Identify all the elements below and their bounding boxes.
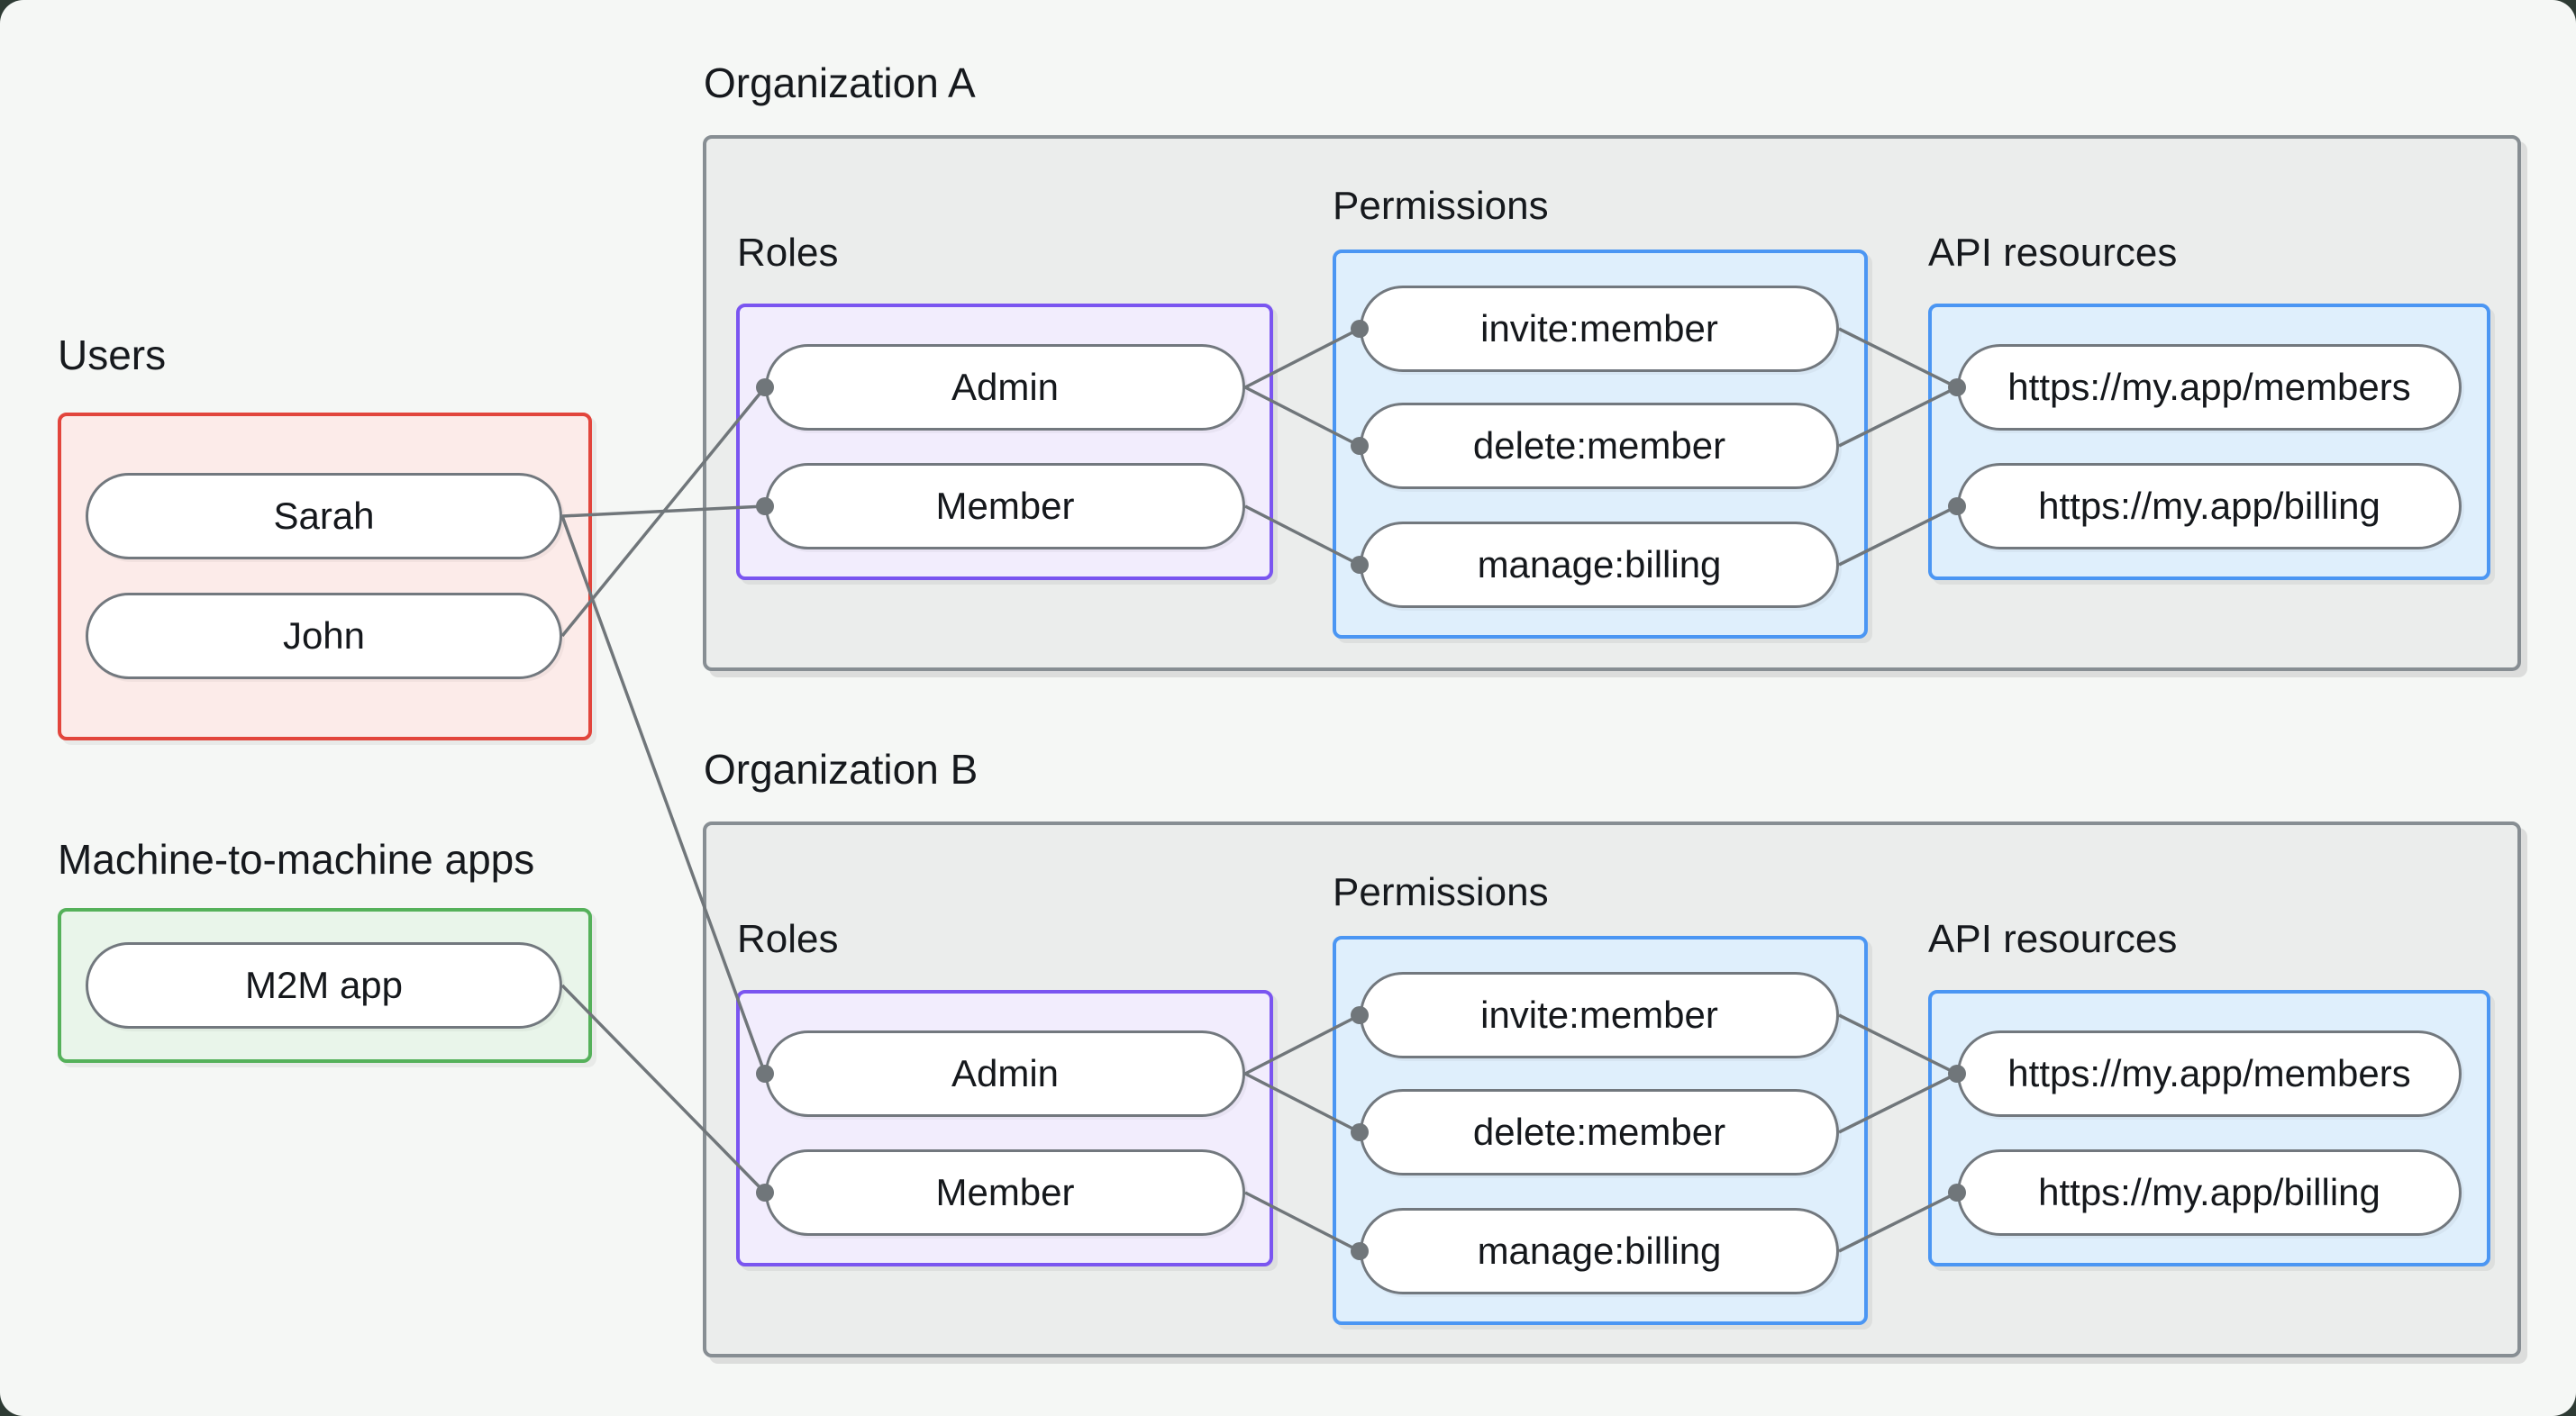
org-a-role-member-label: Member (935, 485, 1075, 527)
org-b-role-admin: Admin (765, 1030, 1245, 1117)
node-sarah: Sarah (86, 473, 562, 559)
org-b-api-billing: https://my.app/billing (1957, 1149, 2462, 1236)
org-a-perm-delete-label: delete:member (1472, 424, 1726, 467)
org-b-role-member: Member (765, 1149, 1245, 1236)
org-a-perm-invite-label: invite:member (1480, 307, 1718, 349)
node-m2m-app: M2M app (86, 942, 562, 1029)
org-b-perm-delete-label: delete:member (1472, 1111, 1726, 1153)
org-b-api-members: https://my.app/members (1957, 1030, 2462, 1117)
org-a-roles-title: Roles (737, 231, 839, 275)
org-a-role-admin: Admin (765, 344, 1245, 431)
org-a-perm-manage: manage:billing (1360, 522, 1839, 608)
org-a-perm-invite: invite:member (1360, 286, 1839, 372)
users-group-title: Users (58, 331, 167, 378)
org-a-perm-delete: delete:member (1360, 403, 1839, 489)
org-b-title: Organization B (704, 746, 979, 793)
org-a-role-admin-label: Admin (951, 366, 1060, 408)
org-b-roles-title: Roles (737, 917, 839, 961)
org-a-api-title: API resources (1928, 231, 2178, 275)
org-a-role-member: Member (765, 463, 1245, 549)
users-group-box (58, 413, 592, 740)
org-a-permissions-title: Permissions (1333, 184, 1549, 228)
org-a-api-members: https://my.app/members (1957, 344, 2462, 431)
org-a-perm-manage-label: manage:billing (1477, 543, 1722, 585)
org-a-api-billing-label: https://my.app/billing (2038, 485, 2380, 527)
org-b-perm-invite-label: invite:member (1480, 994, 1718, 1036)
node-john: John (86, 593, 562, 679)
org-b-api-billing-label: https://my.app/billing (2038, 1171, 2380, 1213)
org-b-perm-manage-label: manage:billing (1477, 1230, 1722, 1272)
org-b-api-title: API resources (1928, 917, 2178, 961)
org-b-perm-delete: delete:member (1360, 1089, 1839, 1175)
org-b-permissions-title: Permissions (1333, 870, 1549, 914)
org-a-api-members-label: https://my.app/members (2007, 366, 2411, 408)
node-sarah-label: Sarah (273, 495, 375, 537)
org-b-perm-manage: manage:billing (1360, 1208, 1839, 1294)
node-m2m-app-label: M2M app (244, 964, 404, 1006)
org-b-api-members-label: https://my.app/members (2007, 1052, 2411, 1094)
org-a-api-billing: https://my.app/billing (1957, 463, 2462, 549)
m2m-group-title: Machine-to-machine apps (58, 836, 535, 883)
org-b-perm-invite: invite:member (1360, 972, 1839, 1058)
org-b-role-member-label: Member (935, 1171, 1075, 1213)
org-a-title: Organization A (704, 59, 976, 106)
node-john-label: John (282, 614, 366, 657)
org-b-role-admin-label: Admin (951, 1052, 1060, 1094)
